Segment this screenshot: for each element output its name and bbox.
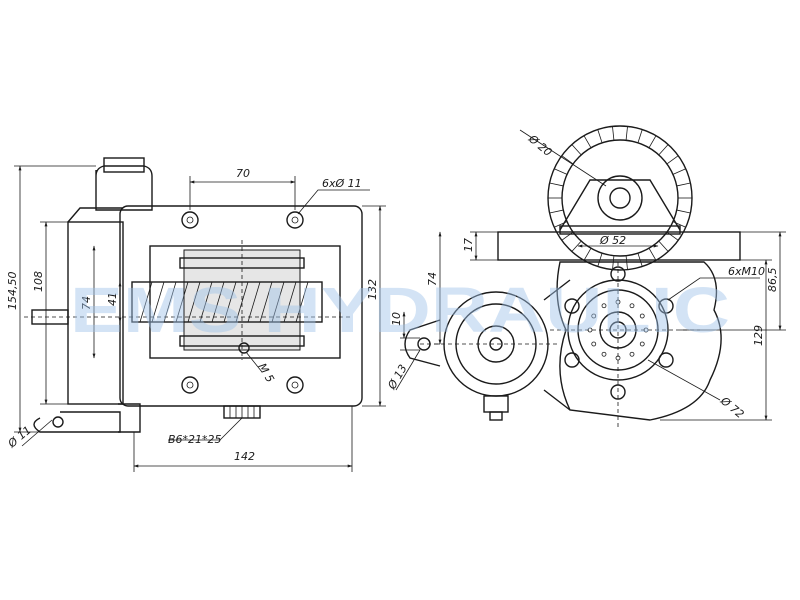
- sprocket-tooth: [612, 126, 615, 141]
- dim-132: 132: [366, 279, 379, 300]
- sprocket-tooth: [666, 155, 679, 165]
- right-view: Ø 20 17 74 Ø 52 6xM10 86,5 10 129 Ø 13 Ø…: [385, 125, 786, 430]
- dim-m5: M 5: [255, 361, 276, 385]
- sprocket-tooth: [554, 168, 568, 175]
- dim-10: 10: [390, 312, 403, 326]
- sprocket-tooth: [658, 240, 669, 252]
- pump-body: [556, 261, 722, 421]
- dim-41: 41: [106, 292, 119, 306]
- dim-spline: B6*21*25: [168, 433, 222, 446]
- dim-142: 142: [234, 450, 255, 463]
- top-flange: [497, 231, 741, 261]
- dim-phi13: Ø 13: [385, 362, 410, 392]
- dim-phi11: Ø 11: [5, 424, 34, 451]
- sprocket-tooth: [625, 126, 628, 141]
- dim-17: 17: [462, 238, 475, 252]
- sprocket-tooth: [648, 248, 657, 261]
- dim-108: 108: [32, 271, 45, 292]
- spline-dot: [591, 341, 597, 347]
- gear-window: [149, 245, 341, 359]
- sprocket-tooth: [676, 182, 691, 187]
- dim-phi52: Ø 52: [599, 234, 626, 247]
- dim-74: 74: [80, 296, 93, 310]
- sprocket-tooth: [549, 209, 564, 214]
- spline-dot: [601, 351, 607, 357]
- dim-74-r: 74: [426, 272, 439, 286]
- dim-70: 70: [236, 167, 250, 180]
- sprocket-tooth: [561, 155, 574, 165]
- sprocket-tooth: [549, 182, 564, 187]
- drain-plug: [238, 342, 250, 354]
- spline-dot: [629, 303, 635, 309]
- left-view: 70 6xØ 11 154,50 108 74 41 132 M 5 Ø 11 …: [5, 157, 386, 472]
- watermark: EMS HYDRAULIC: [70, 274, 730, 346]
- spline-dot: [639, 341, 645, 347]
- bolt-holes: [181, 211, 304, 394]
- sprocket-tooth: [648, 135, 657, 148]
- sprocket-tooth: [676, 209, 691, 214]
- spline-dot: [591, 313, 597, 319]
- dim-86-5: 86,5: [766, 268, 779, 293]
- sprocket-tooth: [571, 144, 582, 156]
- spline-dot: [601, 303, 607, 309]
- spline-dot: [629, 351, 635, 357]
- sprocket-tooth: [597, 129, 603, 143]
- dim-154-50: 154,50: [6, 272, 19, 311]
- sprocket-tooth: [637, 129, 643, 143]
- sprocket-tooth: [583, 248, 592, 261]
- dim-holes: 6xØ 11: [322, 177, 362, 190]
- spline-dot: [639, 313, 645, 319]
- sprocket-tooth: [672, 168, 686, 175]
- dim-6xm10: 6xM10: [728, 265, 765, 278]
- lever: [33, 411, 121, 433]
- sprocket-wheel: [547, 125, 693, 271]
- dim-129: 129: [752, 325, 765, 346]
- dim-phi72: Ø 72: [717, 394, 746, 421]
- sprocket-tooth: [583, 135, 592, 148]
- dim-phi20: Ø 20: [525, 132, 554, 159]
- sprocket-tooth: [658, 144, 669, 156]
- sprocket-tooth: [571, 240, 582, 252]
